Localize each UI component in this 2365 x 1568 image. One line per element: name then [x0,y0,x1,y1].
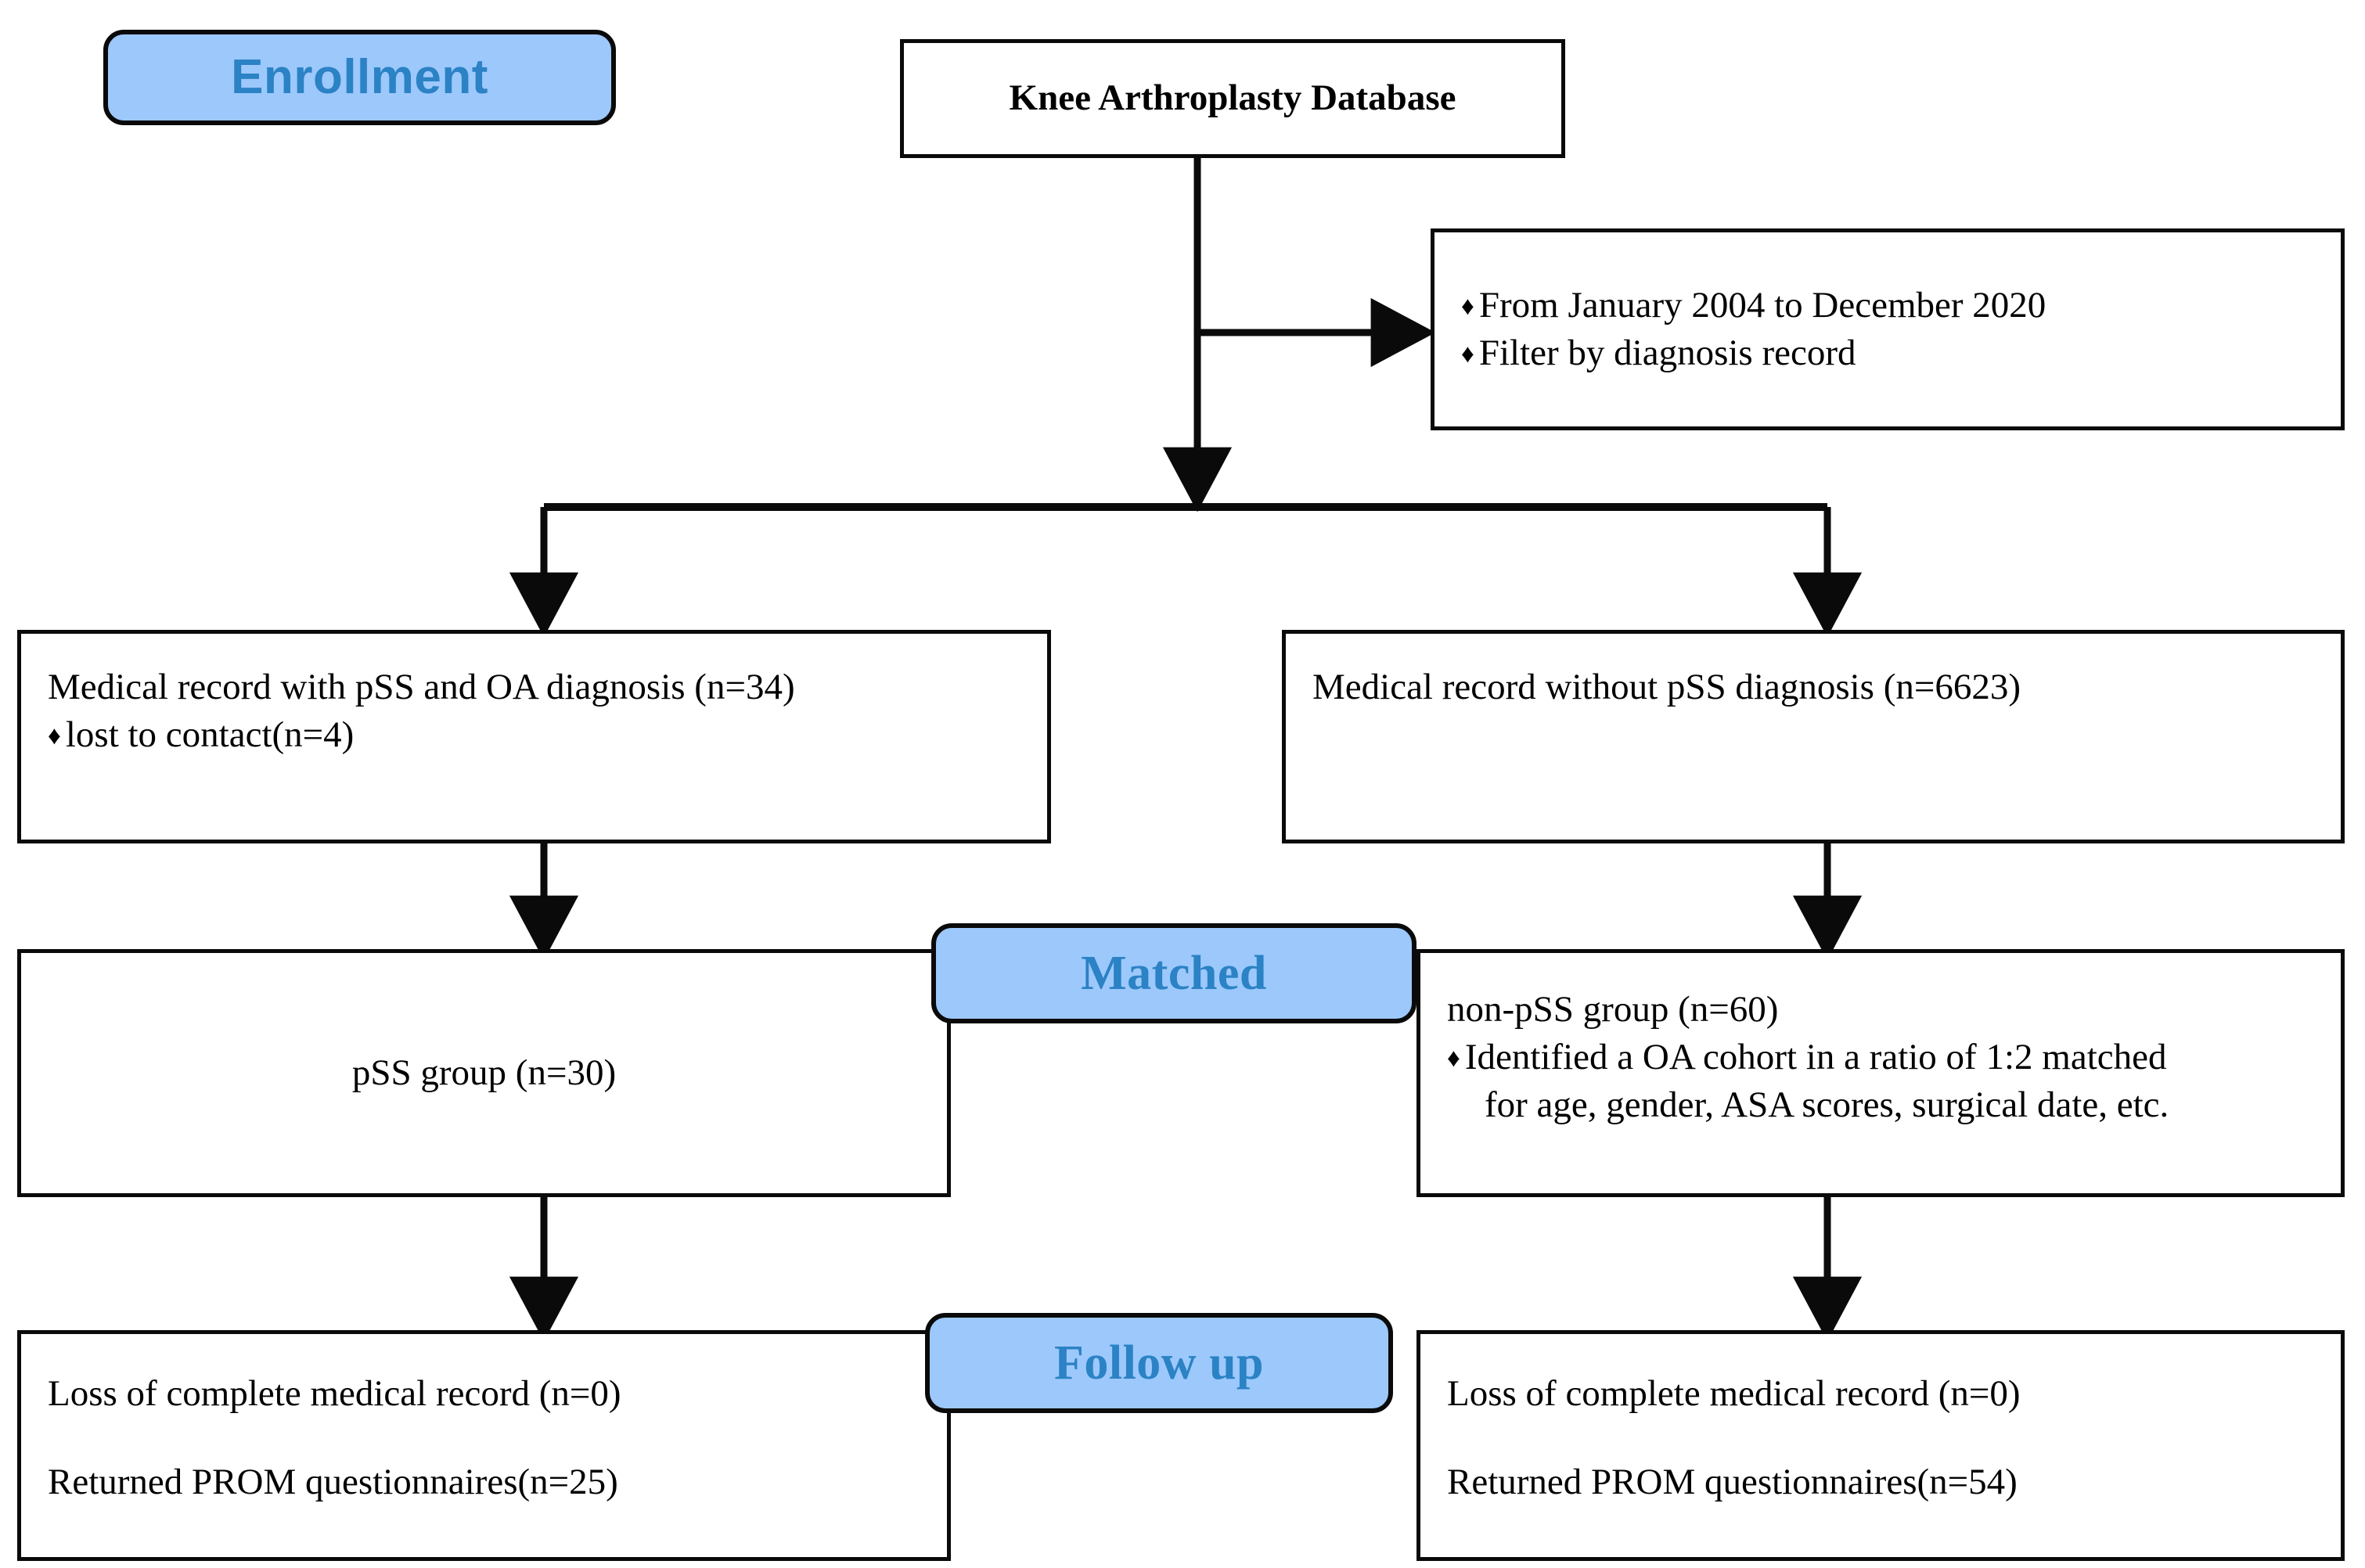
node-medical-record-with-pss: Medical record with pSS and OA diagnosis… [17,630,1051,843]
diamond-bullet-icon: ♦ [48,721,61,750]
node-filter-criteria: ♦From January 2004 to December 2020 ♦Fil… [1431,228,2345,430]
stage-badge-matched: Matched [931,923,1416,1023]
followup-left-line-1: Loss of complete medical record (n=0) [48,1373,621,1414]
pss-records-bullet-1: ♦lost to contact(n=4) [48,711,1031,759]
filter-bullet-1-text: From January 2004 to December 2020 [1478,284,2046,325]
node-followup-pss: Loss of complete medical record (n=0) Re… [17,1330,951,1561]
node-knee-arthroplasty-database: Knee Arthroplasty Database [900,39,1565,158]
nonpss-group-bullet-1-text: Identified a OA cohort in a ratio of 1:2… [1464,1037,2167,1078]
node-followup-non-pss: Loss of complete medical record (n=0) Re… [1416,1330,2345,1561]
followup-left-line-2: Returned PROM questionnaires(n=25) [48,1462,618,1503]
diamond-bullet-icon: ♦ [1461,292,1474,321]
filter-bullet-2: ♦Filter by diagnosis record [1461,329,2325,377]
followup-right-line-2: Returned PROM questionnaires(n=54) [1447,1462,2018,1503]
diamond-bullet-icon: ♦ [1447,1044,1460,1073]
nonpss-records-line-1: Medical record without pSS diagnosis (n=… [1312,667,2021,707]
filter-bullet-2-text: Filter by diagnosis record [1478,333,1856,373]
stage-badge-matched-label: Matched [1081,947,1267,1000]
filter-bullet-1: ♦From January 2004 to December 2020 [1461,282,2325,329]
stage-badge-enrollment-label: Enrollment [231,50,488,104]
followup-right-line-1: Loss of complete medical record (n=0) [1447,1373,2021,1414]
node-non-pss-group: non-pSS group (n=60) ♦Identified a OA co… [1416,949,2345,1197]
node-source-label: Knee Arthroplasty Database [1009,77,1456,119]
pss-records-line-1: Medical record with pSS and OA diagnosis… [48,667,795,707]
node-pss-group: pSS group (n=30) [17,949,951,1197]
pss-group-label: pSS group (n=30) [351,1052,617,1093]
node-medical-record-without-pss: Medical record without pSS diagnosis (n=… [1282,630,2345,843]
nonpss-group-line-1: non-pSS group (n=60) [1447,989,1779,1030]
pss-records-bullet-1-text: lost to contact(n=4) [65,714,355,756]
stage-badge-follow-up-label: Follow up [1053,1336,1265,1390]
spacer [48,1418,931,1458]
nonpss-group-bullet-1: ♦Identified a OA cohort in a ratio of 1:… [1447,1034,2325,1081]
stage-badge-enrollment: Enrollment [103,30,616,125]
stage-badge-follow-up: Follow up [925,1313,1393,1413]
spacer [1447,1418,2325,1458]
diamond-bullet-icon: ♦ [1461,340,1474,369]
nonpss-group-bullet-1-continuation: for age, gender, ASA scores, surgical da… [1485,1084,2169,1126]
